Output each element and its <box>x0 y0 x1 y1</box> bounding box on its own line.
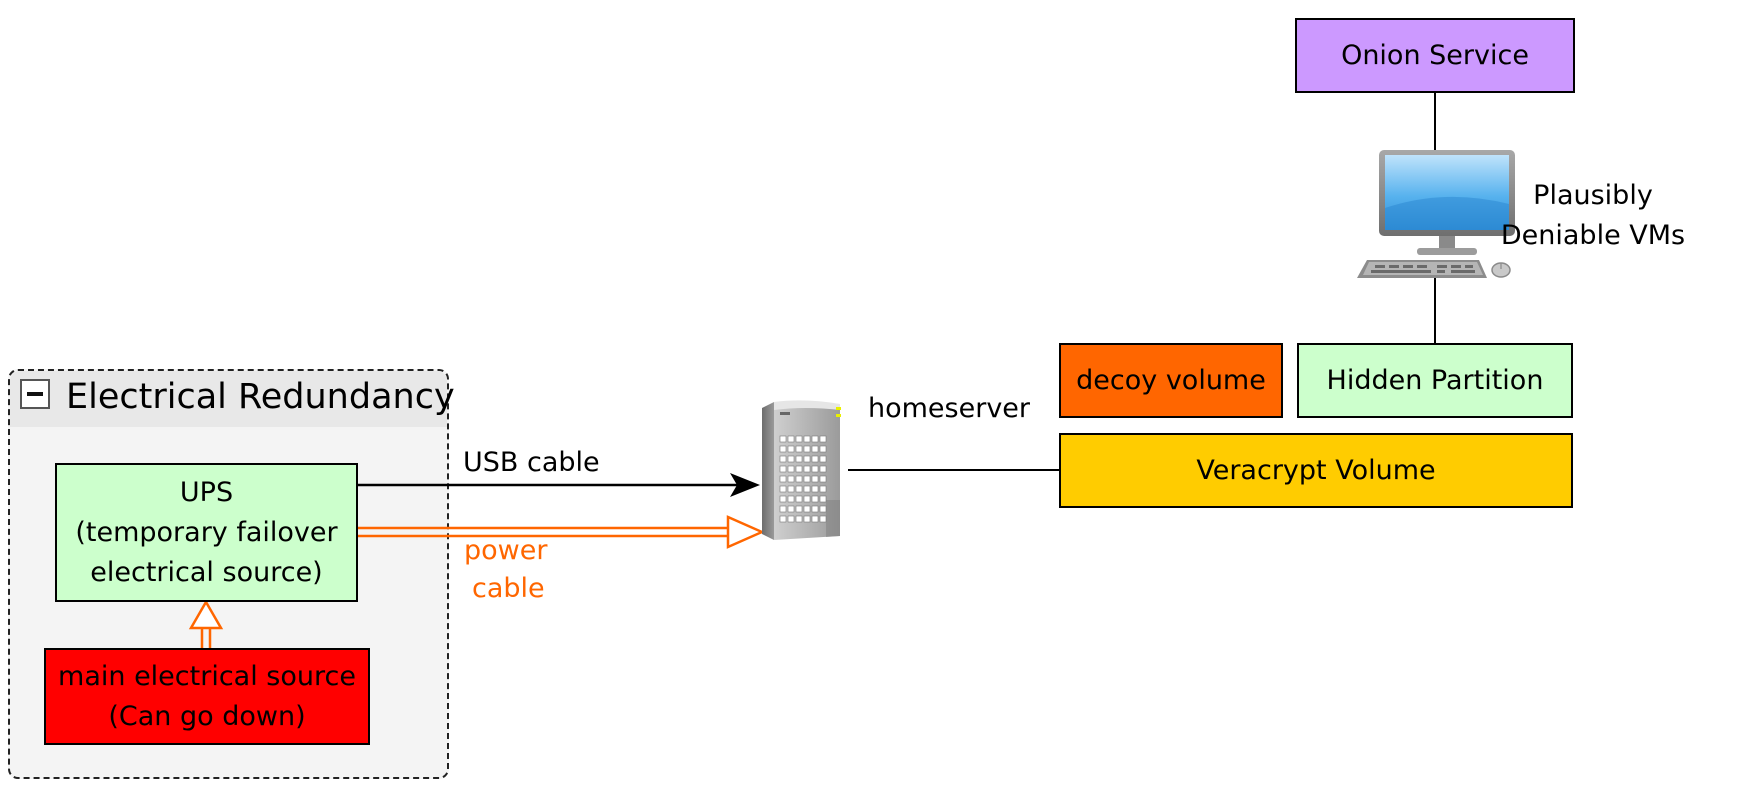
server-tower-icon[interactable] <box>760 400 850 540</box>
hidden-partition-label: Hidden Partition <box>1326 364 1544 396</box>
desktop-computer-icon[interactable] <box>1355 148 1515 283</box>
main-electrical-source-node[interactable]: main electrical source (Can go down) <box>44 648 370 745</box>
vms-label-line2: Deniable VMs <box>1500 220 1686 251</box>
main-source-label-line2: (Can go down) <box>108 700 306 732</box>
onion-service-node[interactable]: Onion Service <box>1295 18 1575 93</box>
veracrypt-volume-node[interactable]: Veracrypt Volume <box>1059 433 1573 508</box>
onion-service-label: Onion Service <box>1341 39 1529 71</box>
power-cable-label-line2: cable <box>472 573 545 604</box>
main-to-ups-arrow <box>188 599 224 648</box>
hidden-partition-node[interactable]: Hidden Partition <box>1297 343 1573 418</box>
veracrypt-volume-label: Veracrypt Volume <box>1196 454 1436 486</box>
power-cable-arrow <box>357 515 766 549</box>
main-source-label-line1: main electrical source <box>58 660 356 692</box>
ups-label-line3: electrical source) <box>90 556 323 588</box>
usb-cable-label: USB cable <box>463 447 600 478</box>
power-cable-label-line1: power <box>464 535 548 566</box>
homeserver-label: homeserver <box>868 393 1031 424</box>
ups-label-line1: UPS <box>179 476 234 508</box>
vms-label-line1: Plausibly <box>1533 180 1653 211</box>
collapse-toggle-button[interactable] <box>20 379 50 409</box>
minus-icon <box>27 392 43 396</box>
usb-arrowhead <box>730 473 760 497</box>
ups-label-line2: (temporary failover <box>75 516 338 548</box>
decoy-volume-label: decoy volume <box>1076 364 1266 396</box>
group-header: Electrical Redundancy <box>10 371 455 427</box>
ups-node[interactable]: UPS (temporary failover electrical sourc… <box>55 463 358 602</box>
group-title: Electrical Redundancy <box>66 377 455 417</box>
decoy-volume-node[interactable]: decoy volume <box>1059 343 1283 418</box>
